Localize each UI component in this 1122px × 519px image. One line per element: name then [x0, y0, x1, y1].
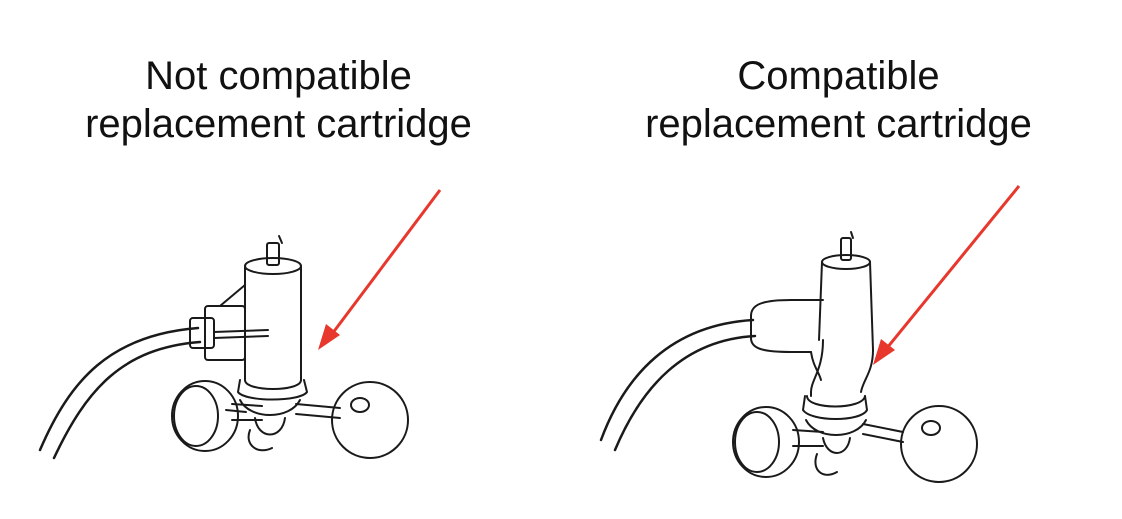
left-cup-icon — [732, 406, 824, 478]
hose-icon — [38, 326, 202, 460]
caption-line-1: Compatible — [737, 54, 940, 98]
not-compatible-panel: Not compatible replacement cartridge — [0, 52, 559, 460]
rotor-hub-icon — [805, 419, 904, 454]
left-cup-icon — [171, 380, 263, 452]
bottom-cup-icon — [814, 453, 838, 476]
compatible-panel: Compatible replacement cartridge — [561, 0, 1122, 519]
cartridge-body-icon — [237, 235, 308, 401]
red-arrow-icon — [318, 189, 442, 350]
bottom-cup-icon — [247, 429, 273, 452]
not-compatible-cartridge-illustration — [38, 189, 442, 460]
caption-line-2: replacement cartridge — [645, 102, 1032, 146]
rotor-hub-icon — [225, 399, 341, 436]
right-cup-icon — [900, 405, 978, 483]
caption-line-2: replacement cartridge — [85, 102, 472, 146]
not-compatible-caption: Not compatible replacement cartridge — [0, 52, 559, 148]
compatible-cartridge-illustration — [599, 185, 1021, 483]
side-connector-icon — [189, 284, 269, 361]
hose-icon — [599, 318, 757, 452]
cartridge-body-icon — [802, 231, 874, 420]
elbow-housing-icon — [750, 299, 824, 381]
red-arrow-icon — [873, 185, 1021, 365]
right-cup-icon — [331, 381, 409, 459]
caption-line-1: Not compatible — [145, 54, 412, 98]
compatible-caption: Compatible replacement cartridge — [558, 52, 1119, 148]
